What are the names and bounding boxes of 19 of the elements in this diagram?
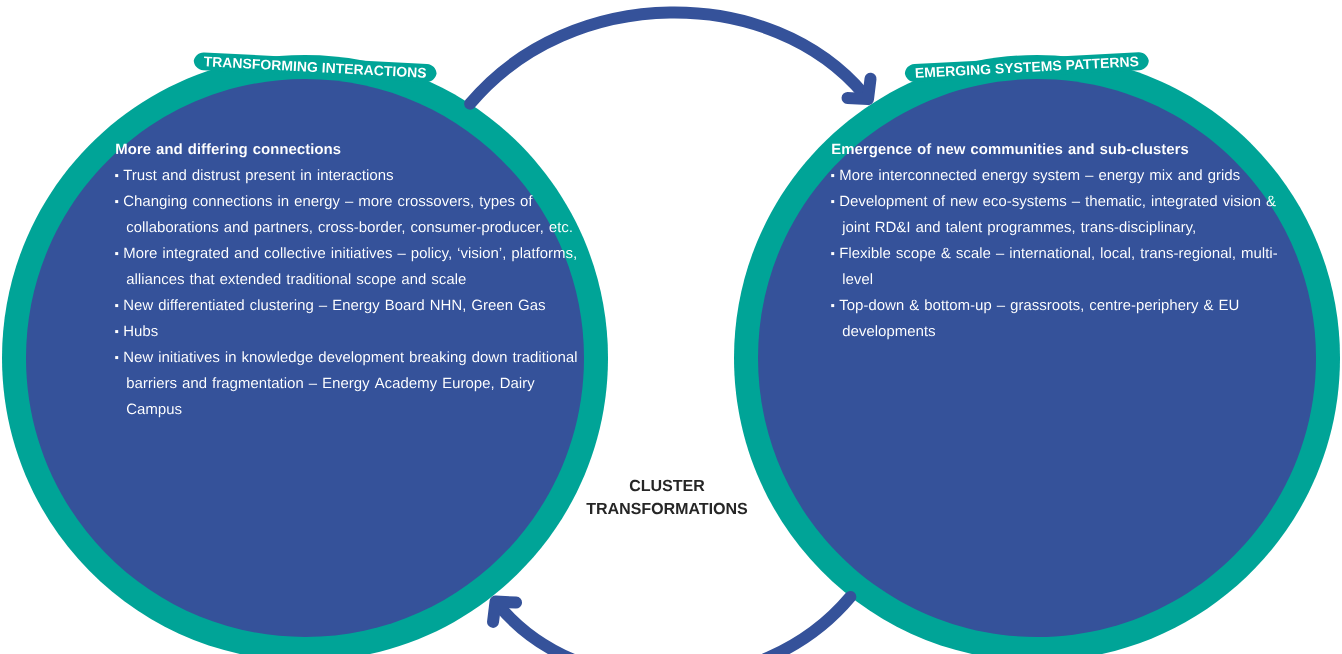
bullet-text: More and differing connections Trust and distrust present in interactions Changing connections in energy – more crossovers, types of collaborations and partners, cross-border, consumer-producer, etc. More integrated and collective initiatives – policy, ‘vision’, platforms, alliances that extended traditional scope and scale New differentiated clustering – Energy Board NHN, Green Gas Hubs New initiatives in knowledge development breaking down traditional barriers and fragmentation – Energy Academy Europe, Dairy Campus	[115, 143, 577, 418]
node-label: Changing connections in energy – more crossovers, types of collaborations and partners, cross-border, consumer-producer, etc.	[123, 195, 572, 236]
node-label: Flexible scope & scale – international, local, trans-regional, multi-level	[840, 247, 1277, 285]
node-label: More and differing connections	[116, 143, 341, 158]
node-label: More integrated and collective initiatives – policy, ‘vision’, platforms, alliances that extended traditional scope and scale	[124, 247, 576, 288]
node-label: New initiatives in knowledge development breaking down traditional barriers and fragmentation – Energy Academy Europe, Dairy Campus	[124, 351, 577, 418]
node-label: Top-down & bottom-up – grassroots, centre-periphery & EU developments	[839, 299, 1239, 340]
node-label: Trust and distrust present in interactions	[123, 169, 394, 184]
node-label: Emergence of new communities and sub-clusters	[832, 143, 1189, 158]
node-label: Hubs	[124, 325, 158, 337]
arrow	[464, 6, 877, 110]
title-banner: TRANSFORMING INTERACTIONS	[193, 52, 437, 82]
node-label: More interconnected energy system – energy mix and grids	[840, 169, 1240, 184]
center-label: CLUSTER TRANSFORMATIONS	[586, 479, 748, 515]
title-banner: EMERGING SYSTEMS PATTERNS	[904, 52, 1149, 82]
node-label: New differentiated clustering – Energy Board NHN, Green Gas	[124, 299, 545, 314]
arrow	[487, 590, 857, 654]
bullet-text: Emergence of new communities and sub-clusters More interconnected energy system – energy mix and grids Development of new eco-systems – thematic, integrated vision & joint RD&I and talent programmes, trans-disciplinary, Flexible scope & scale – international, local, trans-regional, multi-level Top-down & bottom-up – grassroots, centre-periphery & EU developments	[831, 143, 1277, 340]
node-label: Development of new eco-systems – thematic, integrated vision & joint RD&I and talent programmes, trans-disciplinary,	[840, 195, 1276, 236]
